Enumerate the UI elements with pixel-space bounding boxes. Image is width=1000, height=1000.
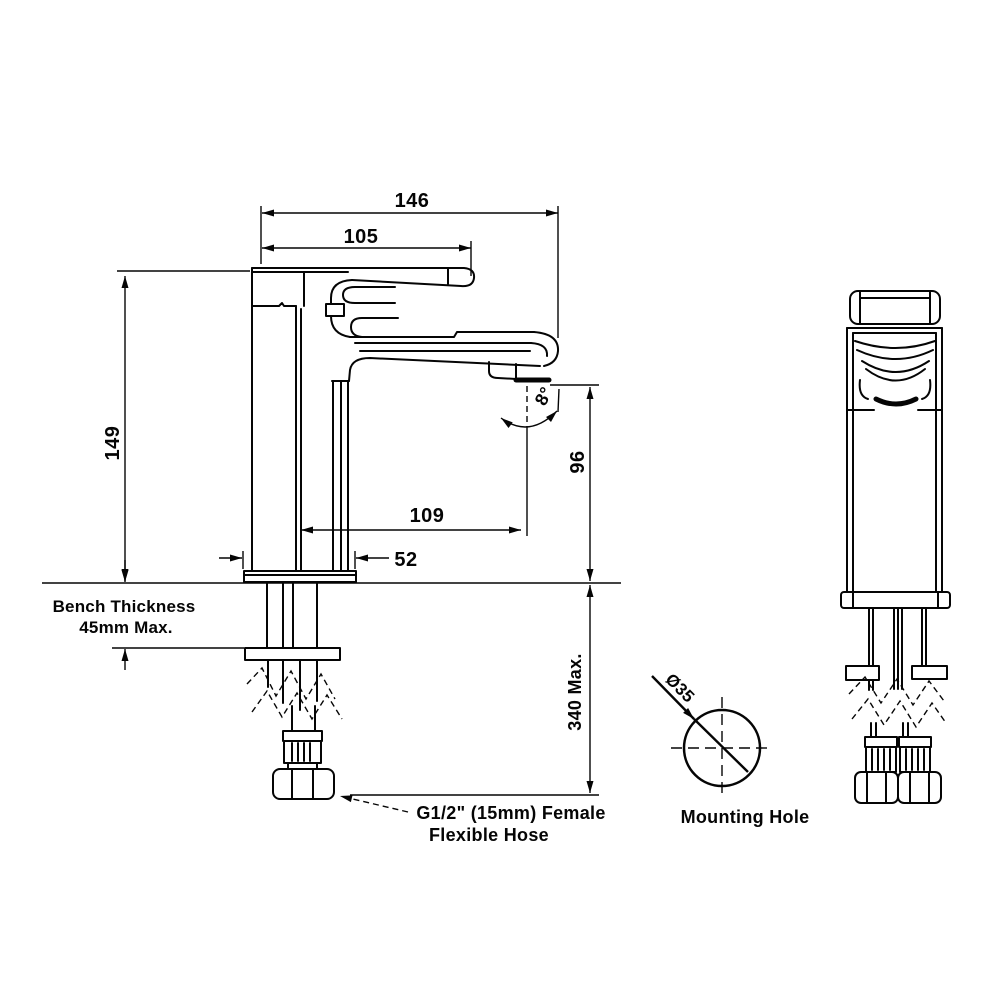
mounting-flange [244, 647, 341, 661]
dim-under-bench-length: 340 Max. [565, 653, 585, 730]
mounting-hole-detail: Ø35 Mounting Hole [651, 670, 810, 827]
hole-diameter-label: Ø35 [662, 670, 699, 707]
break-line [848, 675, 945, 707]
handle-neck [325, 279, 399, 338]
dim-outlet-height: 96 [567, 450, 589, 473]
hose-leader [339, 795, 409, 813]
lever-handle [251, 267, 476, 307]
base-plate [243, 570, 357, 583]
side-lever-cap [849, 290, 941, 325]
side-outlet-slot [873, 396, 919, 407]
hose-corrugation [283, 740, 322, 764]
diameter-leader [651, 675, 695, 720]
mounting-hole-label: Mounting Hole [681, 807, 810, 827]
dim-overall-width: 146 [395, 190, 430, 212]
front-view [42, 267, 621, 800]
break-line [246, 666, 336, 701]
side-view [840, 290, 951, 804]
hose-hex-nut [272, 768, 335, 800]
break-line [851, 697, 947, 729]
bench-thickness-note-line1: Bench Thickness [53, 597, 196, 616]
dim-body-height: 149 [102, 426, 124, 461]
spout [348, 331, 560, 382]
hose-note-line1: G1/2" (15mm) Female [416, 803, 605, 823]
break-line [251, 689, 343, 721]
side-base-plate [840, 591, 951, 609]
dim-base-width: 52 [394, 549, 417, 571]
bench-thickness-note-line2: 45mm Max. [79, 618, 172, 637]
side-under-bench [845, 607, 948, 804]
spout-outlet [488, 361, 552, 383]
dim-outlet-angle: 8° [531, 384, 557, 409]
side-spout-face [854, 340, 936, 407]
hose-note-line2: Flexible Hose [429, 825, 549, 845]
dimensions: 146 105 149 96 340 Max. Bench Thickness … [53, 190, 606, 845]
diameter-leader-through [693, 718, 749, 773]
under-bench-assembly [244, 582, 343, 800]
dim-handle-length: 105 [344, 226, 379, 248]
side-body [846, 327, 943, 593]
body-column [251, 305, 350, 572]
dim-spout-reach: 109 [410, 505, 445, 527]
